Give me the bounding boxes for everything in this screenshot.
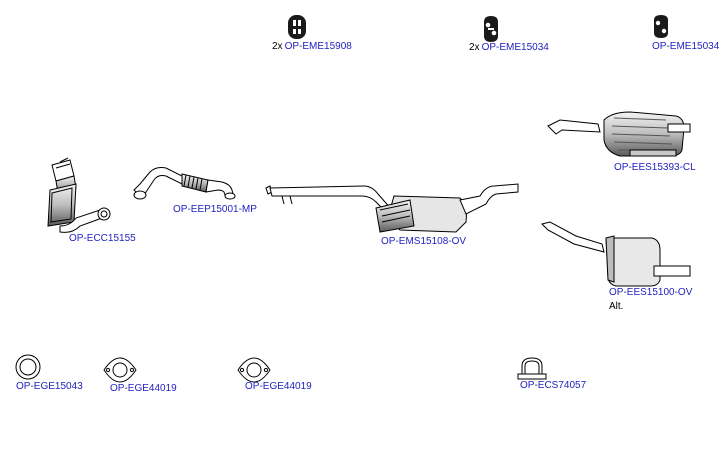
part-label-ege15043: OP-EGE15043 [16,381,83,393]
part-label-ecc15155: OP-ECC15155 [69,233,136,245]
part-link-ege15043[interactable]: OP-EGE15043 [16,381,83,392]
part-label-ecs74057: OP-ECS74057 [520,380,586,392]
part-link-ege44019[interactable]: OP-EGE44019 [110,383,177,394]
part-link-eme15908[interactable]: OP-EME15908 [284,41,352,52]
rubber-hanger-eme15034-icon[interactable] [484,16,498,42]
gasket-flange-icon[interactable] [237,357,271,383]
part-link-ees15393[interactable]: OP-EES15393-CL [614,162,696,173]
part-link-eep15001[interactable]: OP-EEP15001-MP [173,204,257,215]
rear-silencer-ees15100-icon[interactable] [541,221,691,287]
catalytic-converter-icon[interactable] [47,157,111,233]
gasket-flange-icon[interactable] [103,357,137,383]
gasket-ring-icon[interactable] [15,354,41,380]
part-link-eme15034b[interactable]: OP-EME15034 [652,41,720,52]
rubber-hanger-eme15034b-icon[interactable] [654,15,668,38]
part-link-eme15034[interactable]: OP-EME15034 [481,42,549,53]
part-link-ecc15155[interactable]: OP-ECC15155 [69,233,136,244]
part-link-ecs74057[interactable]: OP-ECS74057 [520,380,587,391]
part-label-ees15393: OP-EES15393-CL [614,162,696,174]
part-label-eme15034b: OP-EME15034 [652,41,719,53]
part-link-ems15108[interactable]: OP-EMS15108-OV [381,236,467,247]
part-label-ees15100: OP-EES15100-OV [609,287,692,299]
part-label-ege44019b: OP-EGE44019 [245,381,312,393]
front-pipe-icon[interactable] [133,167,236,200]
alternative-note: Alt. [609,301,624,312]
quantity-label: 2x [469,42,480,53]
part-link-ees15100[interactable]: OP-EES15100-OV [609,287,693,298]
rear-silencer-ees15393-icon[interactable] [547,111,691,157]
rubber-hanger-eme15908-icon[interactable] [288,15,306,39]
exhaust-clamp-icon[interactable] [517,357,547,380]
part-label-ege44019: OP-EGE44019 [110,383,177,395]
part-label-eep15001: OP-EEP15001-MP [173,204,257,216]
middle-silencer-icon[interactable] [265,183,519,233]
part-link-ege44019b[interactable]: OP-EGE44019 [245,381,312,392]
quantity-label: 2x [272,41,283,52]
part-label-ems15108: OP-EMS15108-OV [381,236,466,248]
